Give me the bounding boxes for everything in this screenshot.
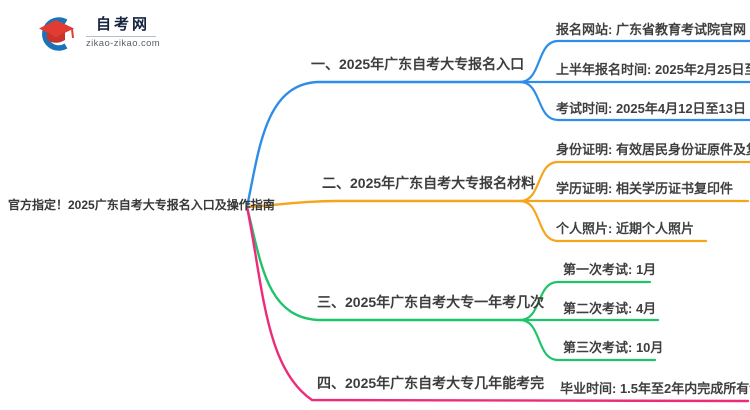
logo-divider bbox=[86, 36, 156, 37]
branch1-subtopic-1: 报名网站: 广东省教育考试院官网 bbox=[556, 22, 746, 37]
central-topic: 官方指定！2025广东自考大专报名入口及操作指南 bbox=[8, 198, 275, 212]
branch2-topic: 二、2025年广东自考大专报名材料 bbox=[322, 175, 536, 191]
logo-text: 自考网 zikao-zikao.com bbox=[86, 14, 160, 50]
branch2-main-line bbox=[245, 199, 522, 209]
logo-site-name: 自考网 bbox=[96, 16, 151, 33]
branch4-subtopic-1: 毕业时间: 1.5年至2年内完成所有课程 bbox=[560, 381, 750, 396]
branch1-topic: 一、2025年广东自考大专报名入口 bbox=[311, 56, 525, 72]
branch1-child1-line bbox=[518, 39, 750, 84]
branch3-child3-line bbox=[518, 318, 657, 362]
branch3-subtopic-1: 第一次考试: 1月 bbox=[563, 262, 657, 277]
branch4-topic: 四、2025年广东自考大专几年能考完 bbox=[317, 375, 545, 391]
site-logo: 自考网 zikao-zikao.com bbox=[34, 14, 160, 56]
branch3-subtopic-2: 第二次考试: 4月 bbox=[563, 301, 657, 316]
graduation-cap-icon bbox=[34, 14, 80, 56]
branch3-topic: 三、2025年广东自考大专一年考几次 bbox=[317, 294, 545, 310]
branch2-lines bbox=[245, 160, 750, 243]
branch3-child1-line bbox=[518, 280, 652, 322]
branch4-lines bbox=[245, 205, 750, 403]
branch3-subtopic-3: 第三次考试: 10月 bbox=[563, 340, 664, 355]
branch1-subtopic-3: 考试时间: 2025年4月12日至13日 bbox=[556, 101, 747, 116]
branch2-child1-line bbox=[518, 160, 750, 203]
branch1-child3-line bbox=[518, 80, 750, 122]
branch2-subtopic-2: 学历证明: 相关学历证书复印件 bbox=[556, 181, 733, 196]
branch2-child3-line bbox=[518, 199, 708, 243]
branch2-subtopic-1: 身份证明: 有效居民身份证原件及复印件 bbox=[556, 142, 750, 157]
logo-domain: zikao-zikao.com bbox=[86, 38, 161, 49]
branch1-main-line bbox=[245, 80, 522, 209]
branch2-subtopic-3: 个人照片: 近期个人照片 bbox=[556, 221, 694, 236]
branch4-main-line bbox=[245, 205, 750, 403]
branch1-lines bbox=[245, 39, 750, 209]
branch1-subtopic-2: 上半年报名时间: 2025年2月25日至28日 bbox=[556, 62, 750, 77]
